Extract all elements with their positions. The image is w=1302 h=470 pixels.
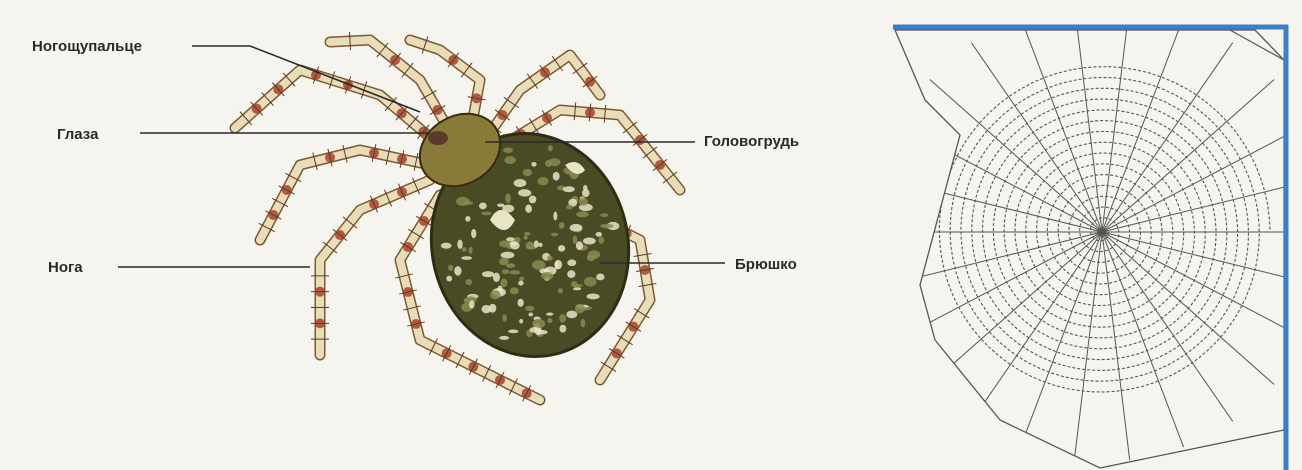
cephalothorax-label: Головогрудь bbox=[704, 133, 799, 150]
abdomen-label: Брюшко bbox=[735, 256, 797, 273]
pedipalp-label: Ногощупальце bbox=[32, 38, 142, 55]
spider-body bbox=[407, 100, 650, 375]
leg-label: Нога bbox=[48, 259, 83, 276]
spider-illustration bbox=[235, 32, 680, 401]
spider-leg bbox=[485, 55, 600, 140]
web-illustration bbox=[872, 4, 1302, 470]
spider-eyes bbox=[428, 131, 448, 145]
eyes-label: Глаза bbox=[57, 126, 98, 143]
